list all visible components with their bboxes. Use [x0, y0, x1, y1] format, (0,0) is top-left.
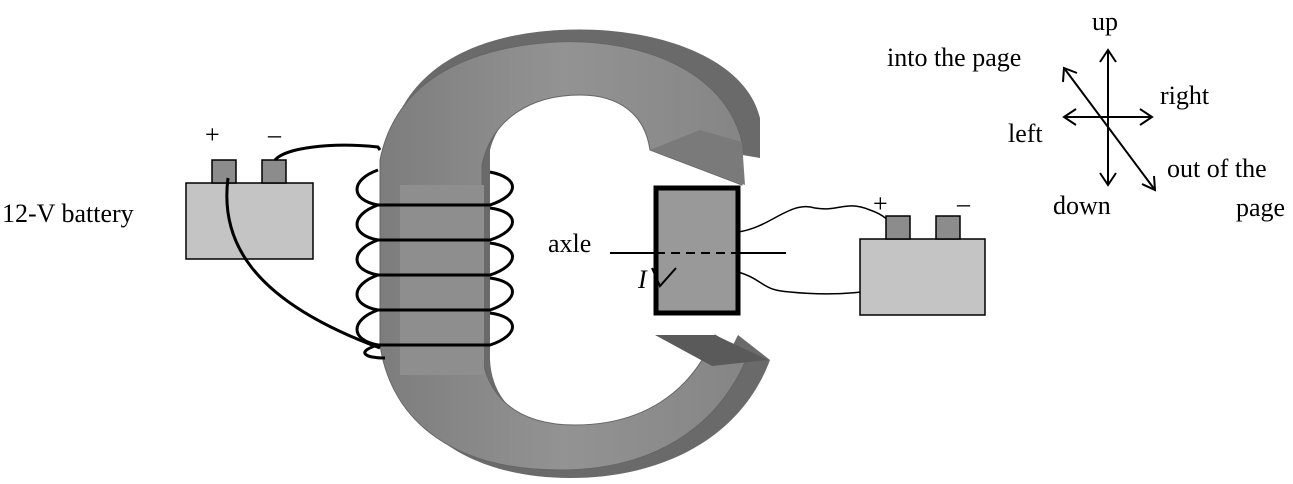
left-battery-body: [185, 182, 314, 260]
compass-up-arrowhead: [1099, 48, 1117, 63]
compass-into-arrowhead: [1062, 66, 1078, 83]
current-loop: axle I: [548, 185, 786, 316]
left-wires: [225, 143, 382, 350]
compass-out-label-line2: page: [1236, 193, 1285, 222]
compass-diagonal: [1063, 67, 1156, 191]
loop-frame: [653, 185, 741, 316]
compass-up-label: up: [1092, 7, 1118, 36]
wire-loop-top: [737, 205, 897, 233]
compass-out-label-line1: out of the: [1167, 154, 1267, 183]
iron-core-coil-section: [400, 185, 484, 375]
wire-minus-to-coil: [273, 143, 382, 162]
iron-core-top-end: [650, 130, 745, 185]
coil-turn: [355, 203, 514, 242]
right-battery-plus-label: +: [873, 189, 888, 218]
compass-right-label: right: [1160, 81, 1210, 110]
left-battery-plus-label: +: [205, 120, 220, 149]
right-battery-minus-terminal: [935, 215, 961, 240]
coil-turn: [355, 273, 514, 312]
coil-turn: [355, 308, 514, 347]
direction-compass: [1062, 48, 1157, 192]
coil-turn: [355, 238, 514, 277]
iron-core-bottom-end: [655, 335, 768, 366]
left-battery-minus-label: –: [267, 120, 282, 149]
left-battery-minus-terminal: [261, 159, 287, 184]
right-battery-body: [859, 238, 986, 316]
coil-turn: [355, 168, 514, 207]
compass-left-arrowhead: [1062, 108, 1077, 126]
compass-into-label: into the page: [887, 43, 1021, 72]
compass-right-arrowhead: [1139, 108, 1154, 126]
axle-label: axle: [548, 229, 591, 258]
right-battery-plus-terminal: [885, 215, 911, 240]
iron-core: [379, 29, 770, 478]
compass-down-arrowhead: [1099, 172, 1117, 187]
right-battery: + –: [859, 189, 986, 316]
compass-out-arrowhead: [1141, 175, 1157, 192]
left-battery-label: 12-V battery: [2, 199, 134, 228]
current-arrow: [651, 267, 677, 288]
compass-left-label: left: [1008, 119, 1043, 148]
compass-down-label: down: [1053, 191, 1111, 220]
right-battery-minus-label: –: [956, 189, 971, 218]
current-label: I: [637, 265, 648, 294]
left-battery: + – 12-V battery: [2, 120, 314, 260]
left-battery-plus-terminal: [211, 159, 237, 184]
wire-plus-to-coil: [225, 177, 381, 350]
